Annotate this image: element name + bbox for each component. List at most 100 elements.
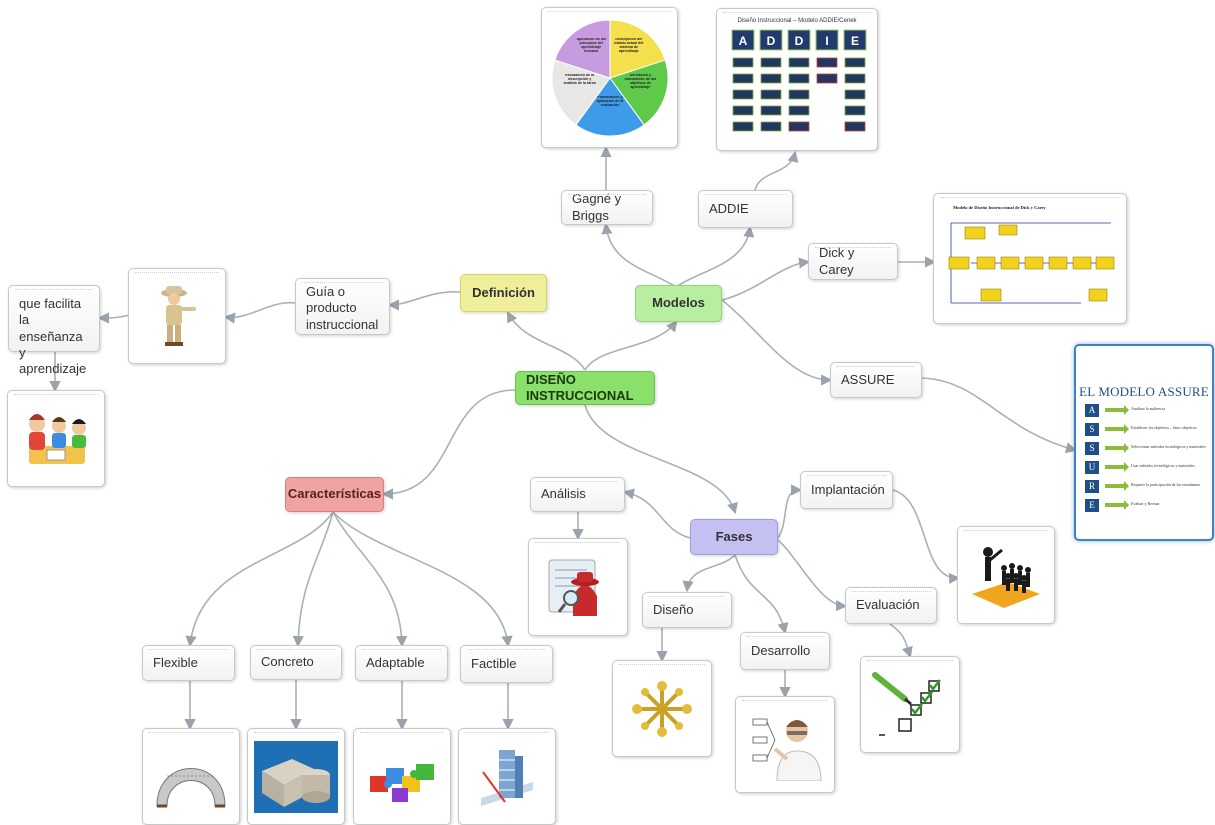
assure-row-letter: A <box>1085 404 1099 417</box>
children-image-card[interactable] <box>7 390 105 487</box>
facilita-node[interactable]: que facilita la enseñanza y aprendizaje <box>8 285 100 376</box>
factible-node-label: Factible <box>471 655 517 671</box>
addie-step-box <box>788 105 810 115</box>
adaptable-node-label: Adaptable <box>366 654 425 670</box>
assure-node-label: ASSURE <box>841 371 895 387</box>
modelos-node[interactable]: Modelos <box>635 285 722 322</box>
analisis-node[interactable]: Análisis <box>530 477 625 512</box>
explorer-image-card[interactable] <box>128 268 226 364</box>
evaluacion-node[interactable]: Evaluación <box>845 587 937 624</box>
dick-carey-image-card[interactable]: Modelo de Diseño Instruccional de Dick y… <box>933 193 1127 324</box>
fases-node[interactable]: Fases <box>690 519 778 555</box>
assure-row-letter: S <box>1085 423 1099 436</box>
pie-slice <box>553 18 610 79</box>
addie-step-box <box>844 89 866 99</box>
addie-step-box <box>788 89 810 99</box>
implantacion-node[interactable]: Implantación <box>800 471 893 509</box>
addie-step-box <box>844 73 866 83</box>
assure-row: E Evaluar y Revisar <box>1085 499 1207 512</box>
implantacion-image-card[interactable] <box>957 526 1055 624</box>
addie-step-box <box>788 57 810 67</box>
gagne-node[interactable]: Gagné y Briggs <box>561 190 653 225</box>
addie-letter-box <box>815 29 839 50</box>
evaluacion-image-card[interactable] <box>860 656 960 753</box>
assure-row-letter: U <box>1085 461 1099 474</box>
concreto-node[interactable]: Concreto <box>250 645 342 680</box>
dick-node-label: Dick y Carey <box>819 245 855 277</box>
flexible-image-card[interactable] <box>142 728 240 825</box>
pie-slice <box>608 58 668 126</box>
addie-letter: A <box>739 34 748 48</box>
center-node[interactable]: DISEÑO INSTRUCCIONAL <box>515 371 655 405</box>
addie-step-box <box>732 105 754 115</box>
gagne-pie-image-card[interactable]: Descripción del estado actual del sistem… <box>541 7 678 148</box>
addie-step-box <box>816 73 838 83</box>
desarrollo-node[interactable]: Desarrollo <box>740 632 830 670</box>
concreto-image-card[interactable] <box>247 728 345 825</box>
gold-network-icon <box>627 678 697 740</box>
guia-node[interactable]: Guía o producto instruccional <box>295 278 390 335</box>
dick-node[interactable]: Dick y Carey <box>808 243 898 280</box>
desarrollo-image-card[interactable] <box>735 696 835 793</box>
factible-node[interactable]: Factible <box>460 645 553 683</box>
analisis-image-card[interactable] <box>528 538 628 636</box>
addie-letter: I <box>825 34 828 48</box>
analisis-node-label: Análisis <box>541 486 586 502</box>
assure-row-letter: R <box>1085 480 1099 493</box>
arrow-right-icon <box>1105 424 1129 434</box>
assure-row-text: Evaluar y Revisar <box>1131 501 1160 506</box>
concrete-block-icon <box>254 740 338 813</box>
assure-node[interactable]: ASSURE <box>830 362 922 398</box>
evaluacion-node-label: Evaluación <box>856 597 920 613</box>
pie-slice-label: Realización de la descripción y análisis… <box>563 73 596 85</box>
pie-slice <box>574 76 645 136</box>
addie-letter: D <box>795 34 804 48</box>
dick-carey-title: Modelo de Diseño Instruccional de Dick y… <box>953 204 1046 210</box>
definicion-node[interactable]: Definición <box>460 274 547 312</box>
center-node-label: DISEÑO INSTRUCCIONAL <box>526 371 634 403</box>
addie-step-box <box>732 89 754 99</box>
adaptable-node[interactable]: Adaptable <box>355 645 448 681</box>
factible-image-card[interactable] <box>458 728 556 825</box>
addie-step-box <box>844 57 866 67</box>
addie-node-label: ADDIE <box>709 200 749 216</box>
addie-node[interactable]: ADDIE <box>698 190 793 228</box>
desarrollo-node-label: Desarrollo <box>751 642 811 658</box>
addie-letter-box <box>731 29 755 50</box>
addie-title: Diseño Instruccional – Modelo ADDIE/Cene… <box>737 17 857 24</box>
addie-letter: D <box>767 34 776 48</box>
addie-step-box <box>816 57 838 67</box>
facilita-node-label: que facilita la enseñanza y aprendizaje <box>19 296 87 376</box>
flexible-node[interactable]: Flexible <box>142 645 235 681</box>
assure-row-text: Requerir la participación de los estudia… <box>1131 482 1200 487</box>
addie-image-card[interactable]: Diseño Instruccional – Modelo ADDIE/Cene… <box>716 8 878 151</box>
arrow-right-icon <box>1105 405 1129 415</box>
addie-diagram-icon: Diseño Instruccional – Modelo ADDIE/Cene… <box>724 16 870 144</box>
diseno-node[interactable]: Diseño <box>642 592 732 628</box>
arrow-right-icon <box>1105 462 1129 472</box>
assure-row-letter: E <box>1085 499 1099 512</box>
guia-node-label: Guía o producto instruccional <box>306 284 379 332</box>
explorer-figure-icon <box>154 281 200 351</box>
arrow-right-icon <box>1105 500 1129 510</box>
definicion-node-label: Definición <box>472 284 535 300</box>
addie-step-box <box>788 121 810 131</box>
caracteristicas-node-label: Características <box>287 486 382 502</box>
diseno-image-card[interactable] <box>612 660 712 757</box>
flexible-bridge-icon <box>153 746 229 808</box>
addie-step-box <box>844 105 866 115</box>
assure-row-letter: S <box>1085 442 1099 455</box>
pie-slice-label: Planificación y aplicación de la evaluac… <box>596 95 623 107</box>
adaptable-image-card[interactable] <box>353 728 451 825</box>
addie-step-box <box>732 121 754 131</box>
addie-step-box <box>760 121 782 131</box>
pie-slice <box>551 58 611 126</box>
caracteristicas-node[interactable]: Características <box>285 477 384 512</box>
detective-magnifier-icon <box>543 552 613 622</box>
addie-step-box <box>732 57 754 67</box>
